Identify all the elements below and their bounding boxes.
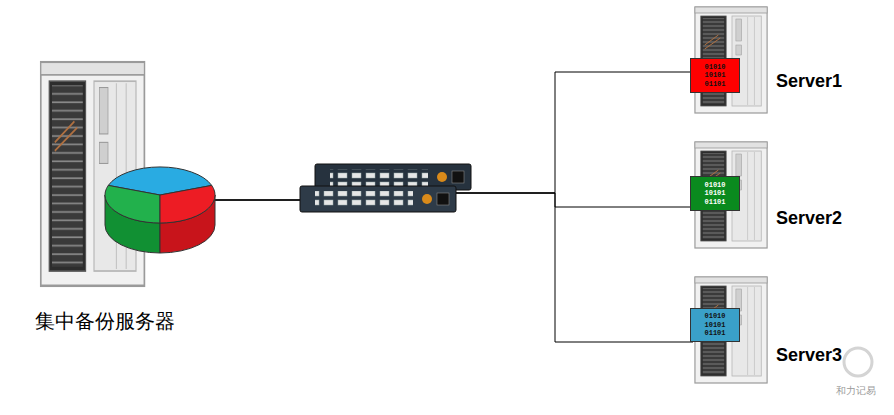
binary-data: 01010 10101 01101 (703, 181, 727, 206)
server-node: Server3 01010 10101 01101 (693, 275, 885, 385)
server-node: Server1 01010 10101 01101 (693, 5, 885, 115)
data-block: 01010 10101 01101 (690, 176, 740, 211)
network-link (215, 193, 693, 342)
server-node: 集中备份服务器 (35, 60, 215, 342)
server-label: Server3 (776, 345, 842, 366)
server-label: Server1 (776, 71, 842, 92)
binary-data: 01010 10101 01101 (703, 312, 727, 337)
server-node: Server2 01010 10101 01101 (693, 140, 885, 250)
watermark: 和力记易 (836, 384, 876, 398)
binary-data: 01010 10101 01101 (703, 63, 727, 88)
data-block: 01010 10101 01101 (690, 308, 740, 342)
server-label: 集中备份服务器 (35, 308, 175, 335)
data-block: 01010 10101 01101 (690, 58, 740, 93)
network-link (215, 72, 693, 200)
server-label: Server2 (776, 208, 842, 229)
